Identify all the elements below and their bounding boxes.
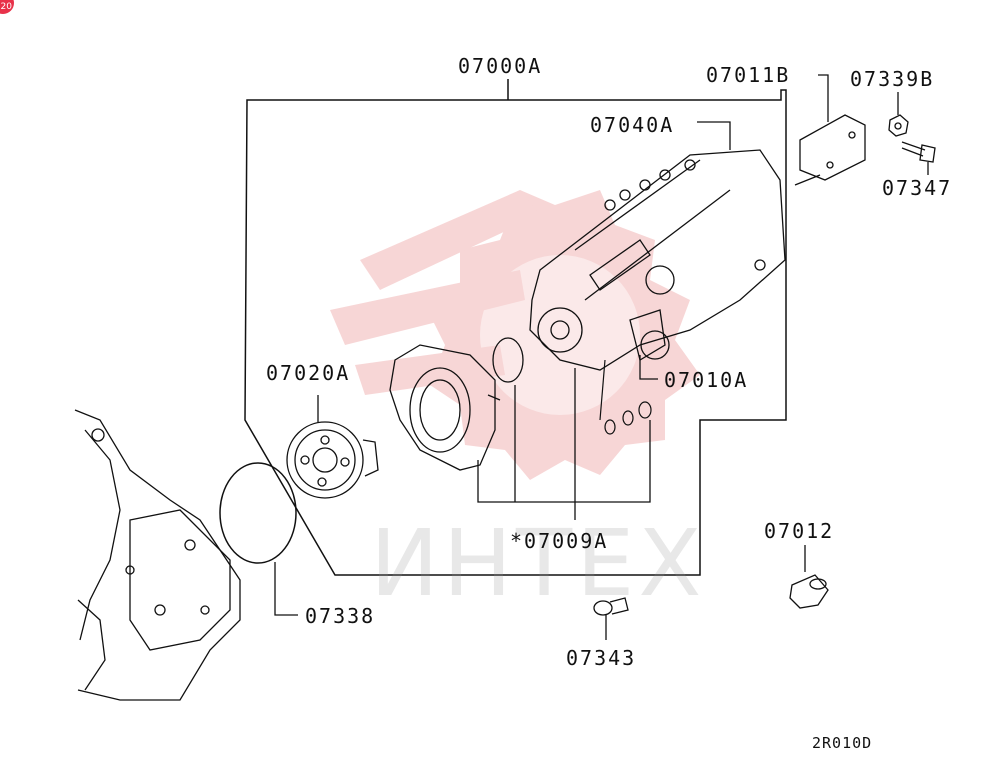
- corner-badge: 20: [0, 0, 14, 14]
- label-bolt: 07347: [882, 176, 953, 200]
- gasket-kit-leader: [477, 368, 651, 520]
- assembly-boundary: [244, 89, 787, 576]
- o-ring-part: [219, 462, 297, 564]
- bracket-pump-link: [794, 174, 821, 186]
- injection-pump-part: [529, 149, 786, 371]
- label-valve: 07010A: [664, 368, 749, 392]
- label-assembly: 07000A: [458, 54, 543, 78]
- flywheel-housing: [74, 409, 241, 701]
- label-gasket-kit: *07009A: [510, 529, 609, 553]
- timer-housing-part: [389, 344, 501, 471]
- nut-part: [888, 114, 909, 137]
- label-bracket: 07011B: [706, 63, 791, 87]
- o-ring-leader: [274, 562, 298, 616]
- bolt-part: [901, 141, 936, 163]
- bracket-part: [799, 114, 866, 181]
- drive-gear-part: [286, 421, 379, 499]
- washers-part: [599, 359, 652, 435]
- drawing-code: 2R010D: [812, 734, 873, 752]
- label-o-ring: 07338: [305, 604, 376, 628]
- label-eye-bolt: 07343: [566, 646, 637, 670]
- eye-bolt-part: [593, 597, 629, 616]
- label-nut: 07339B: [850, 67, 935, 91]
- label-plug: 07012: [764, 519, 835, 543]
- watermark-text: ИНТЕХ: [370, 510, 706, 617]
- valve-leader: [639, 355, 658, 380]
- bracket-leader: [818, 74, 829, 122]
- small-o-ring-part: [492, 337, 524, 383]
- pump-body-leader: [697, 121, 731, 150]
- label-gear: 07020A: [266, 361, 351, 385]
- plug-part: [789, 574, 829, 609]
- label-pump-body: 07040A: [590, 113, 675, 137]
